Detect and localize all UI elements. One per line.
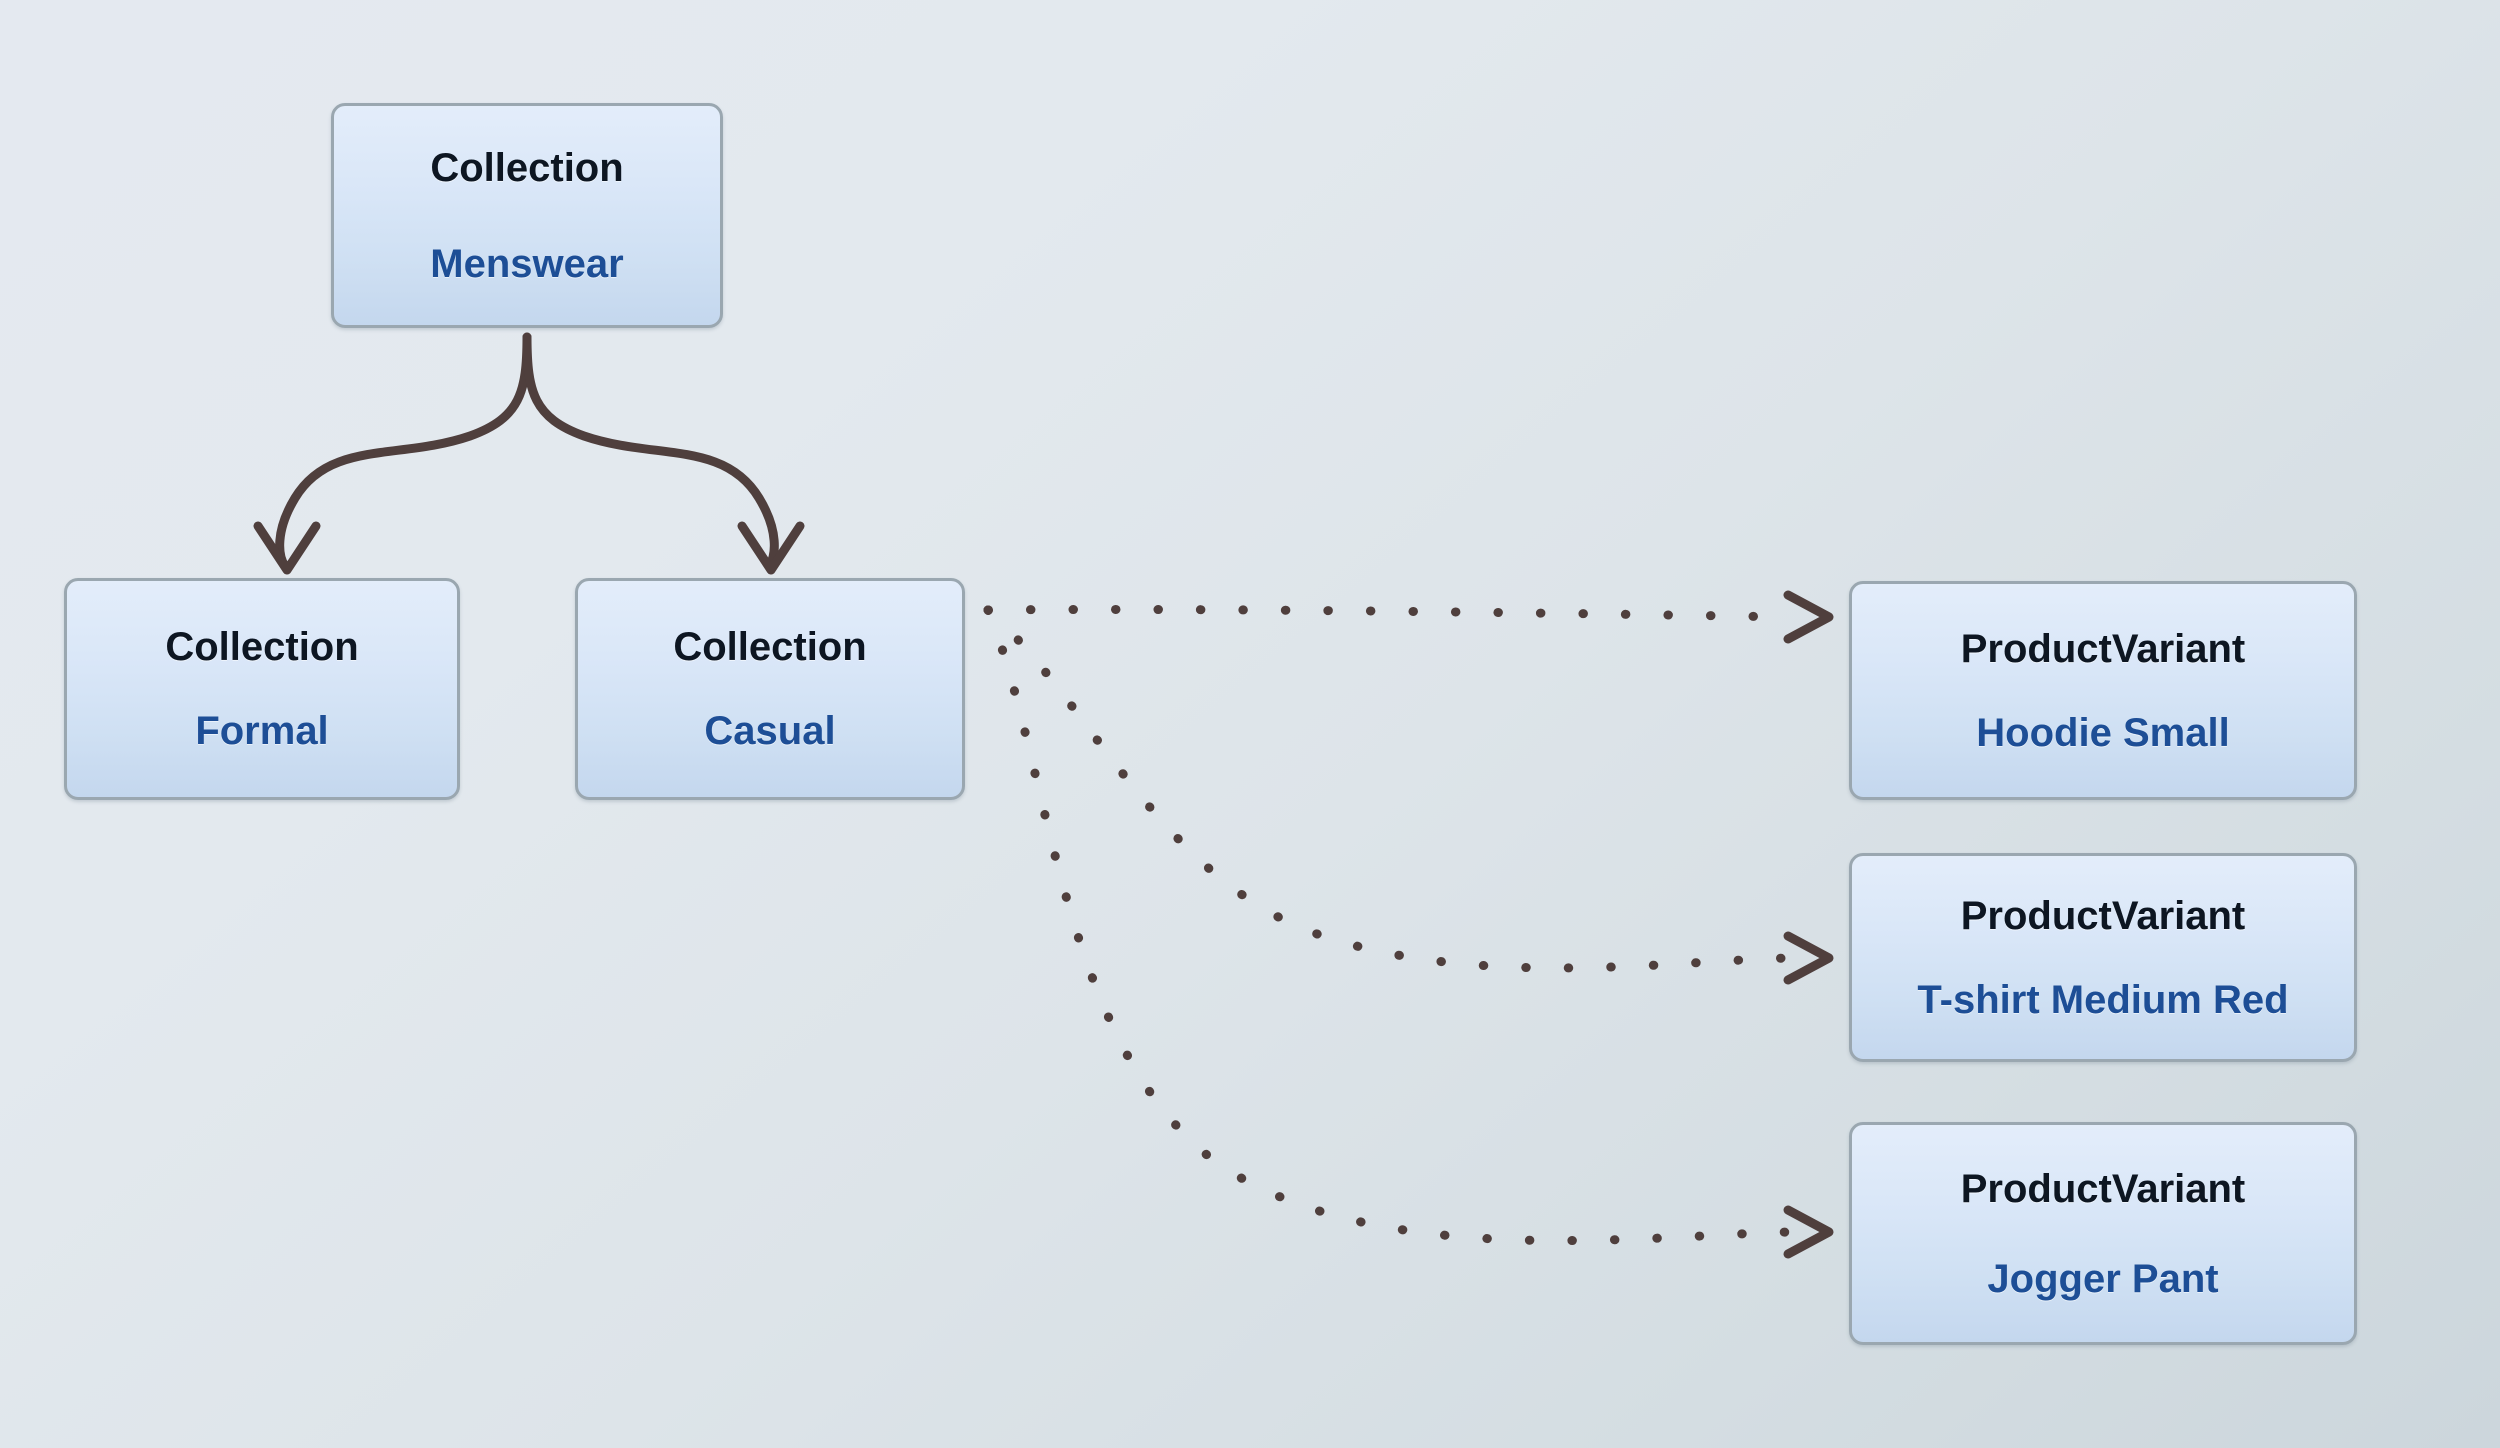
node-type-label: ProductVariant	[1960, 626, 2246, 671]
node-casual[interactable]: Collection Casual	[575, 578, 965, 800]
node-hoodie-small[interactable]: ProductVariant Hoodie Small	[1849, 581, 2357, 800]
node-type-label: ProductVariant	[1960, 893, 2246, 938]
edge-casual-to-tshirt-medium-red	[983, 605, 1834, 985]
edge-menswear-to-casual	[522, 332, 805, 575]
node-type-label: Collection	[673, 625, 867, 669]
edge-menswear-to-formal	[253, 332, 532, 575]
node-name-label: Menswear	[430, 241, 624, 286]
edge-casual-to-jogger-pant	[983, 605, 1834, 1259]
node-type-label: ProductVariant	[1960, 1166, 2246, 1211]
edge-casual-to-hoodie-small	[983, 590, 1834, 644]
node-name-label: Jogger Pant	[1987, 1256, 2219, 1301]
node-name-label: Hoodie Small	[1976, 710, 2230, 755]
node-formal[interactable]: Collection Formal	[64, 578, 460, 800]
node-type-label: Collection	[430, 145, 624, 190]
node-menswear[interactable]: Collection Menswear	[331, 103, 723, 328]
node-name-label: Formal	[195, 709, 329, 753]
node-tshirt-medium-red[interactable]: ProductVariant T-shirt Medium Red	[1849, 853, 2357, 1062]
node-type-label: Collection	[165, 625, 359, 669]
node-jogger-pant[interactable]: ProductVariant Jogger Pant	[1849, 1122, 2357, 1345]
node-name-label: Casual	[704, 709, 836, 753]
node-name-label: T-shirt Medium Red	[1917, 977, 2289, 1022]
